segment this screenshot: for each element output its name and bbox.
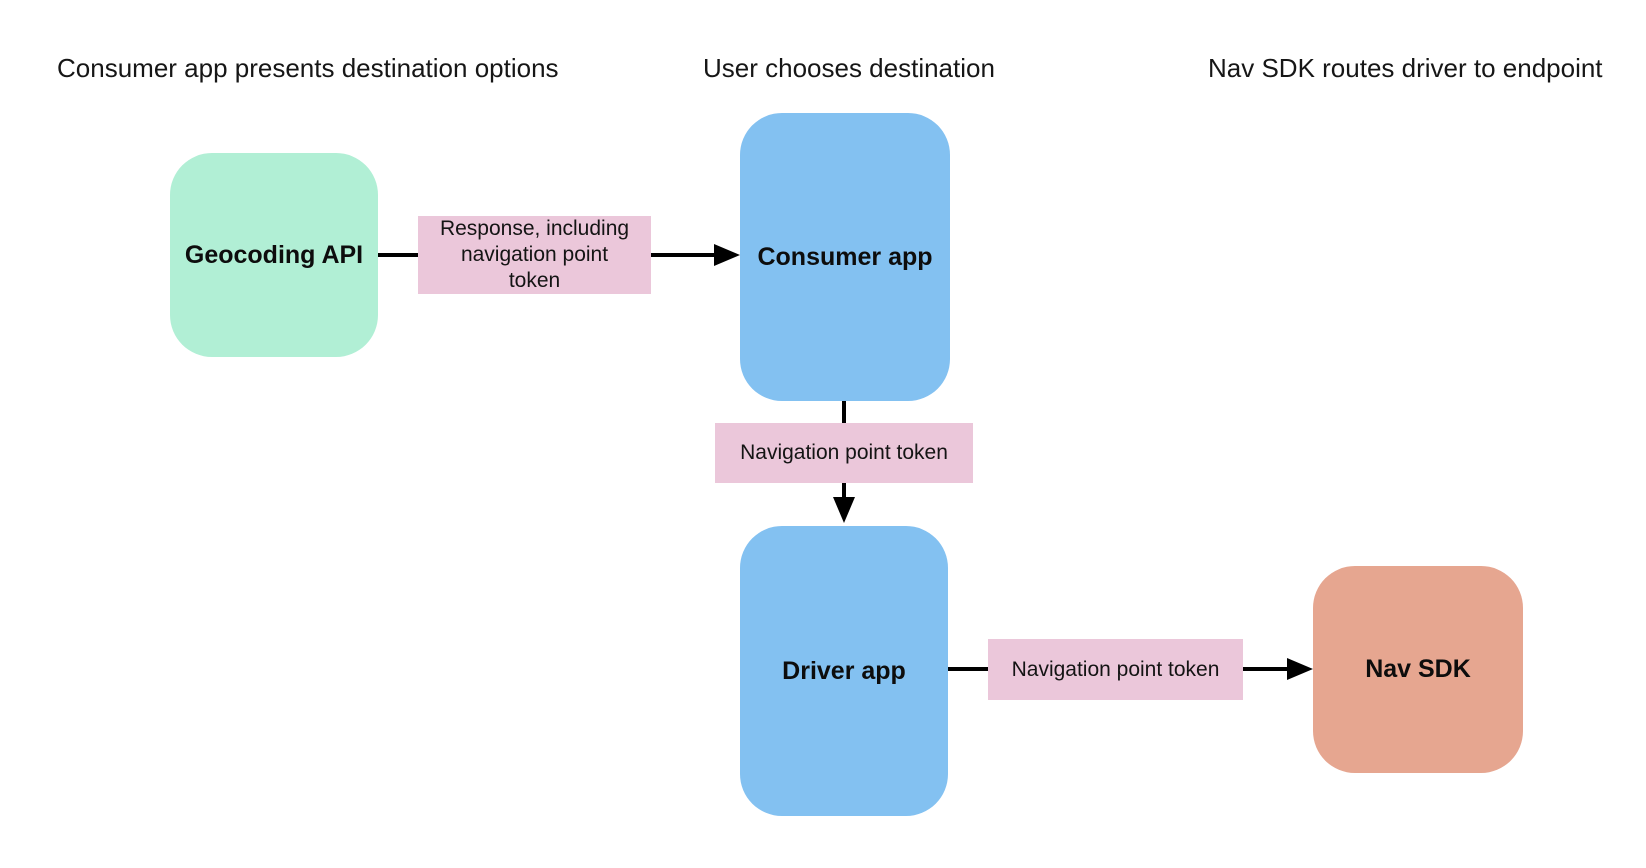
node-label-driver-app: Driver app: [782, 656, 906, 685]
edge-label-response-token: Response, including navigation point tok…: [418, 216, 651, 294]
edge-line-label-to-navsdk: [1243, 667, 1287, 671]
node-label-consumer-app: Consumer app: [757, 242, 933, 271]
edge-line-driver-to-label: [948, 667, 988, 671]
node-nav-sdk: Nav SDK: [1313, 566, 1523, 773]
edge-label-nav-point-token-consumer-driver: Navigation point token: [715, 423, 973, 483]
edge-line-label-to-consumer: [651, 253, 714, 257]
arrowhead-down-icon: [833, 497, 855, 523]
node-geocoding-api: Geocoding API: [170, 153, 378, 357]
edge-label-nav-point-token-driver-sdk: Navigation point token: [988, 639, 1243, 700]
stage-heading-consumer-presents: Consumer app presents destination option…: [57, 53, 559, 83]
node-label-geocoding-api: Geocoding API: [184, 240, 364, 269]
stage-heading-user-chooses: User chooses destination: [703, 53, 995, 83]
node-consumer-app: Consumer app: [740, 113, 950, 401]
edge-line-geocoding-to-label: [378, 253, 418, 257]
stage-heading-nav-sdk-routes: Nav SDK routes driver to endpoint: [1208, 53, 1603, 83]
node-label-nav-sdk: Nav SDK: [1365, 655, 1471, 683]
arrowhead-right-icon: [714, 244, 740, 266]
arrowhead-right-icon: [1287, 658, 1313, 680]
edge-line-label-to-driver: [842, 483, 846, 498]
node-driver-app: Driver app: [740, 526, 948, 816]
edge-line-consumer-to-label: [842, 401, 846, 423]
